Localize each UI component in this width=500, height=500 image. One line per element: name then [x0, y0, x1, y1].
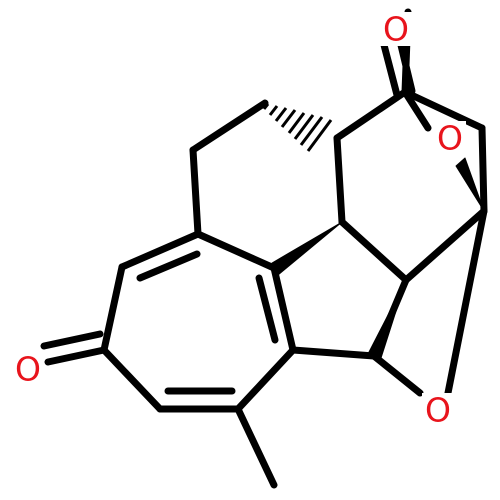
- oxygen-tropone: O: [12, 350, 44, 389]
- tropone-carbonyl: [40, 330, 108, 366]
- bond-methyl: [234, 405, 278, 489]
- oxygen-carbonyl-top: O: [380, 10, 412, 49]
- bond-c5-c6: [234, 346, 297, 413]
- bond-c12-c13: [401, 88, 486, 132]
- bond-ch2-ch2: [189, 99, 269, 154]
- oxygen-tropone-label: O: [15, 350, 41, 389]
- bond-c3-o-a: [44, 346, 108, 366]
- bond-c13-ch: [333, 88, 409, 142]
- bond-c1-c2-inner: [136, 250, 201, 282]
- oxygen-lactone: O: [434, 119, 466, 158]
- wedge-c8-c7: [271, 221, 343, 276]
- bond-c13-lactone-o: [401, 88, 432, 132]
- bond-c6-c7: [270, 264, 297, 354]
- bond-c6-c7-inner: [255, 274, 279, 344]
- bond-c7-c1: [194, 230, 278, 272]
- wedge-c12-h: [455, 157, 485, 212]
- wedge-c9-c10: [367, 279, 407, 359]
- bond-c3-c4: [100, 346, 164, 413]
- bond-c1-c2: [118, 230, 202, 271]
- oxygen-carbonyl-top-label: O: [383, 10, 409, 49]
- bond-co-a: [380, 41, 401, 99]
- bond-c11-ether-o: [443, 207, 488, 402]
- bond-c10-ether-o: [370, 352, 424, 397]
- bond-c6-c10: [289, 346, 378, 360]
- hash-wedge-ch: [262, 103, 333, 152]
- bond-c8-c9: [338, 218, 410, 284]
- bond-ch-c8: [333, 134, 346, 226]
- bond-c2-c3: [100, 263, 126, 354]
- tropone-ring: [100, 230, 297, 413]
- bond-c11-c12: [478, 124, 488, 215]
- bond-c1-ch2: [189, 146, 202, 238]
- bond-c3-o-b: [40, 330, 104, 350]
- oxygen-ether-label: O: [425, 391, 451, 430]
- oxygen-lactone-label: O: [437, 119, 463, 158]
- oxygen-ether: O: [422, 391, 454, 430]
- bond-c9-c11: [402, 207, 488, 284]
